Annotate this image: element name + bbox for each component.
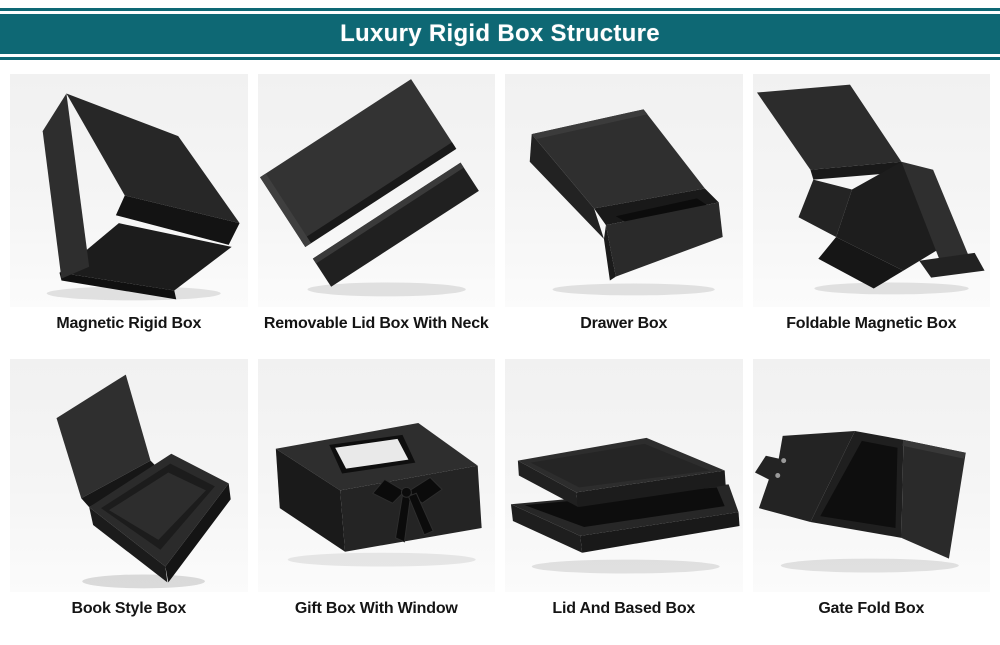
box-label: Drawer Box xyxy=(580,315,668,332)
magnetic-rigid-box-image xyxy=(42,93,240,301)
box-card-magnetic-rigid: Magnetic Rigid Box xyxy=(10,74,248,335)
ribbon-bow xyxy=(371,476,443,543)
page-title: Luxury Rigid Box Structure xyxy=(340,20,660,47)
box-photo xyxy=(10,74,248,307)
snap-rivet xyxy=(774,473,780,478)
snap-rivet xyxy=(780,458,786,464)
box-photo xyxy=(505,74,743,307)
box-photo xyxy=(10,359,248,592)
removable-lid-box-image xyxy=(259,79,479,297)
box-card-gift-window: Gift Box With Window xyxy=(257,359,495,620)
box-photo xyxy=(505,359,743,592)
banner-bottom-rule xyxy=(0,57,1000,60)
box-label: Magnetic Rigid Box xyxy=(56,315,202,332)
book-style-box-image xyxy=(56,374,231,589)
gate-fold-box-image xyxy=(754,430,966,573)
lid-and-based-box-image xyxy=(510,437,740,574)
box-photo xyxy=(257,74,495,307)
box-card-drawer: Drawer Box xyxy=(505,74,743,335)
box-card-gate-fold: Gate Fold Box xyxy=(752,359,990,620)
box-grid: Magnetic Rigid Box Removable Lid Box Wit… xyxy=(0,60,1000,620)
banner-top-rule xyxy=(0,8,1000,11)
box-card-foldable-magnetic: Foldable Magnetic Box xyxy=(752,74,990,335)
gift-box-with-window-image xyxy=(275,423,482,567)
box-label: Gift Box With Window xyxy=(294,600,458,617)
foldable-magnetic-box-image xyxy=(756,84,985,295)
box-photo xyxy=(752,74,990,307)
box-label: Foldable Magnetic Box xyxy=(786,315,957,332)
box-card-removable-lid: Removable Lid Box With Neck xyxy=(257,74,495,335)
box-card-lid-and-base: Lid And Based Box xyxy=(505,359,743,620)
drawer-box-image xyxy=(529,109,723,296)
box-label: Lid And Based Box xyxy=(552,600,696,617)
box-label: Gate Fold Box xyxy=(818,600,925,617)
box-photo xyxy=(257,359,495,592)
banner-band: Luxury Rigid Box Structure xyxy=(0,14,1000,54)
box-label: Removable Lid Box With Neck xyxy=(263,315,489,332)
box-photo xyxy=(752,359,990,592)
title-banner: Luxury Rigid Box Structure xyxy=(0,0,1000,60)
box-label: Book Style Box xyxy=(71,600,187,617)
box-card-book-style: Book Style Box xyxy=(10,359,248,620)
